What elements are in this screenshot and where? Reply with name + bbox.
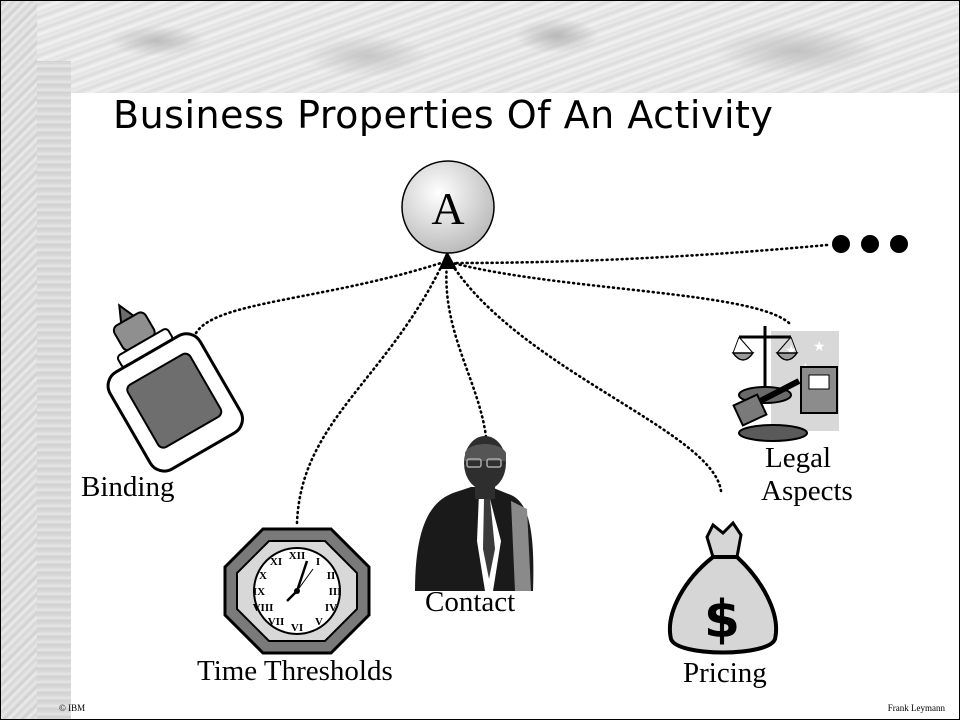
- person-icon: [415, 436, 534, 591]
- legal-label-line1: Legal: [764, 442, 831, 474]
- svg-text:IV: IV: [325, 602, 337, 614]
- svg-text:I: I: [316, 556, 320, 568]
- left-texture: [1, 1, 37, 719]
- time-thresholds-label: Time Thresholds: [197, 655, 393, 687]
- dollar-sign: $: [704, 590, 740, 650]
- connector-more: [453, 243, 829, 265]
- footer-author: Frank Leymann: [887, 703, 945, 713]
- connector-pricing: [449, 261, 723, 493]
- binding-label: Binding: [81, 471, 175, 503]
- left-strip-texture: [37, 61, 71, 719]
- activity-node-label: A: [431, 183, 464, 234]
- octagon-clock-icon: XII I II III IV V VI VII VIII IX X XI: [223, 527, 371, 655]
- legal-label-line2: Aspects: [761, 475, 853, 508]
- svg-text:VI: VI: [291, 622, 303, 634]
- legal-aspects-label: Legal Aspects: [761, 442, 853, 509]
- svg-text:VII: VII: [268, 616, 285, 628]
- header-texture: [37, 1, 959, 101]
- glue-bottle-icon: [106, 303, 244, 473]
- connector-time: [295, 261, 445, 525]
- slide-title: Business Properties Of An Activity: [113, 93, 774, 137]
- svg-text:VIII: VIII: [253, 602, 274, 614]
- svg-text:★: ★: [813, 339, 826, 355]
- svg-text:II: II: [327, 570, 336, 582]
- activity-node: A: [401, 160, 495, 254]
- contact-label: Contact: [425, 586, 516, 618]
- connector-contact: [445, 261, 488, 439]
- connector-legal: [451, 261, 791, 325]
- svg-text:IX: IX: [253, 586, 265, 598]
- svg-text:XII: XII: [289, 550, 306, 562]
- connector-binding: [194, 261, 443, 335]
- scales-gavel-icon: ★★★★: [731, 326, 839, 442]
- money-bag-icon: $: [667, 520, 779, 655]
- svg-text:III: III: [329, 586, 342, 598]
- svg-text:X: X: [259, 570, 267, 582]
- arrow-head: [439, 251, 457, 269]
- svg-text:V: V: [315, 616, 323, 628]
- footer-copyright: © IBM: [59, 703, 86, 713]
- pricing-label: Pricing: [683, 657, 767, 689]
- svg-text:XI: XI: [270, 556, 282, 568]
- ellipsis-icon: [832, 235, 908, 253]
